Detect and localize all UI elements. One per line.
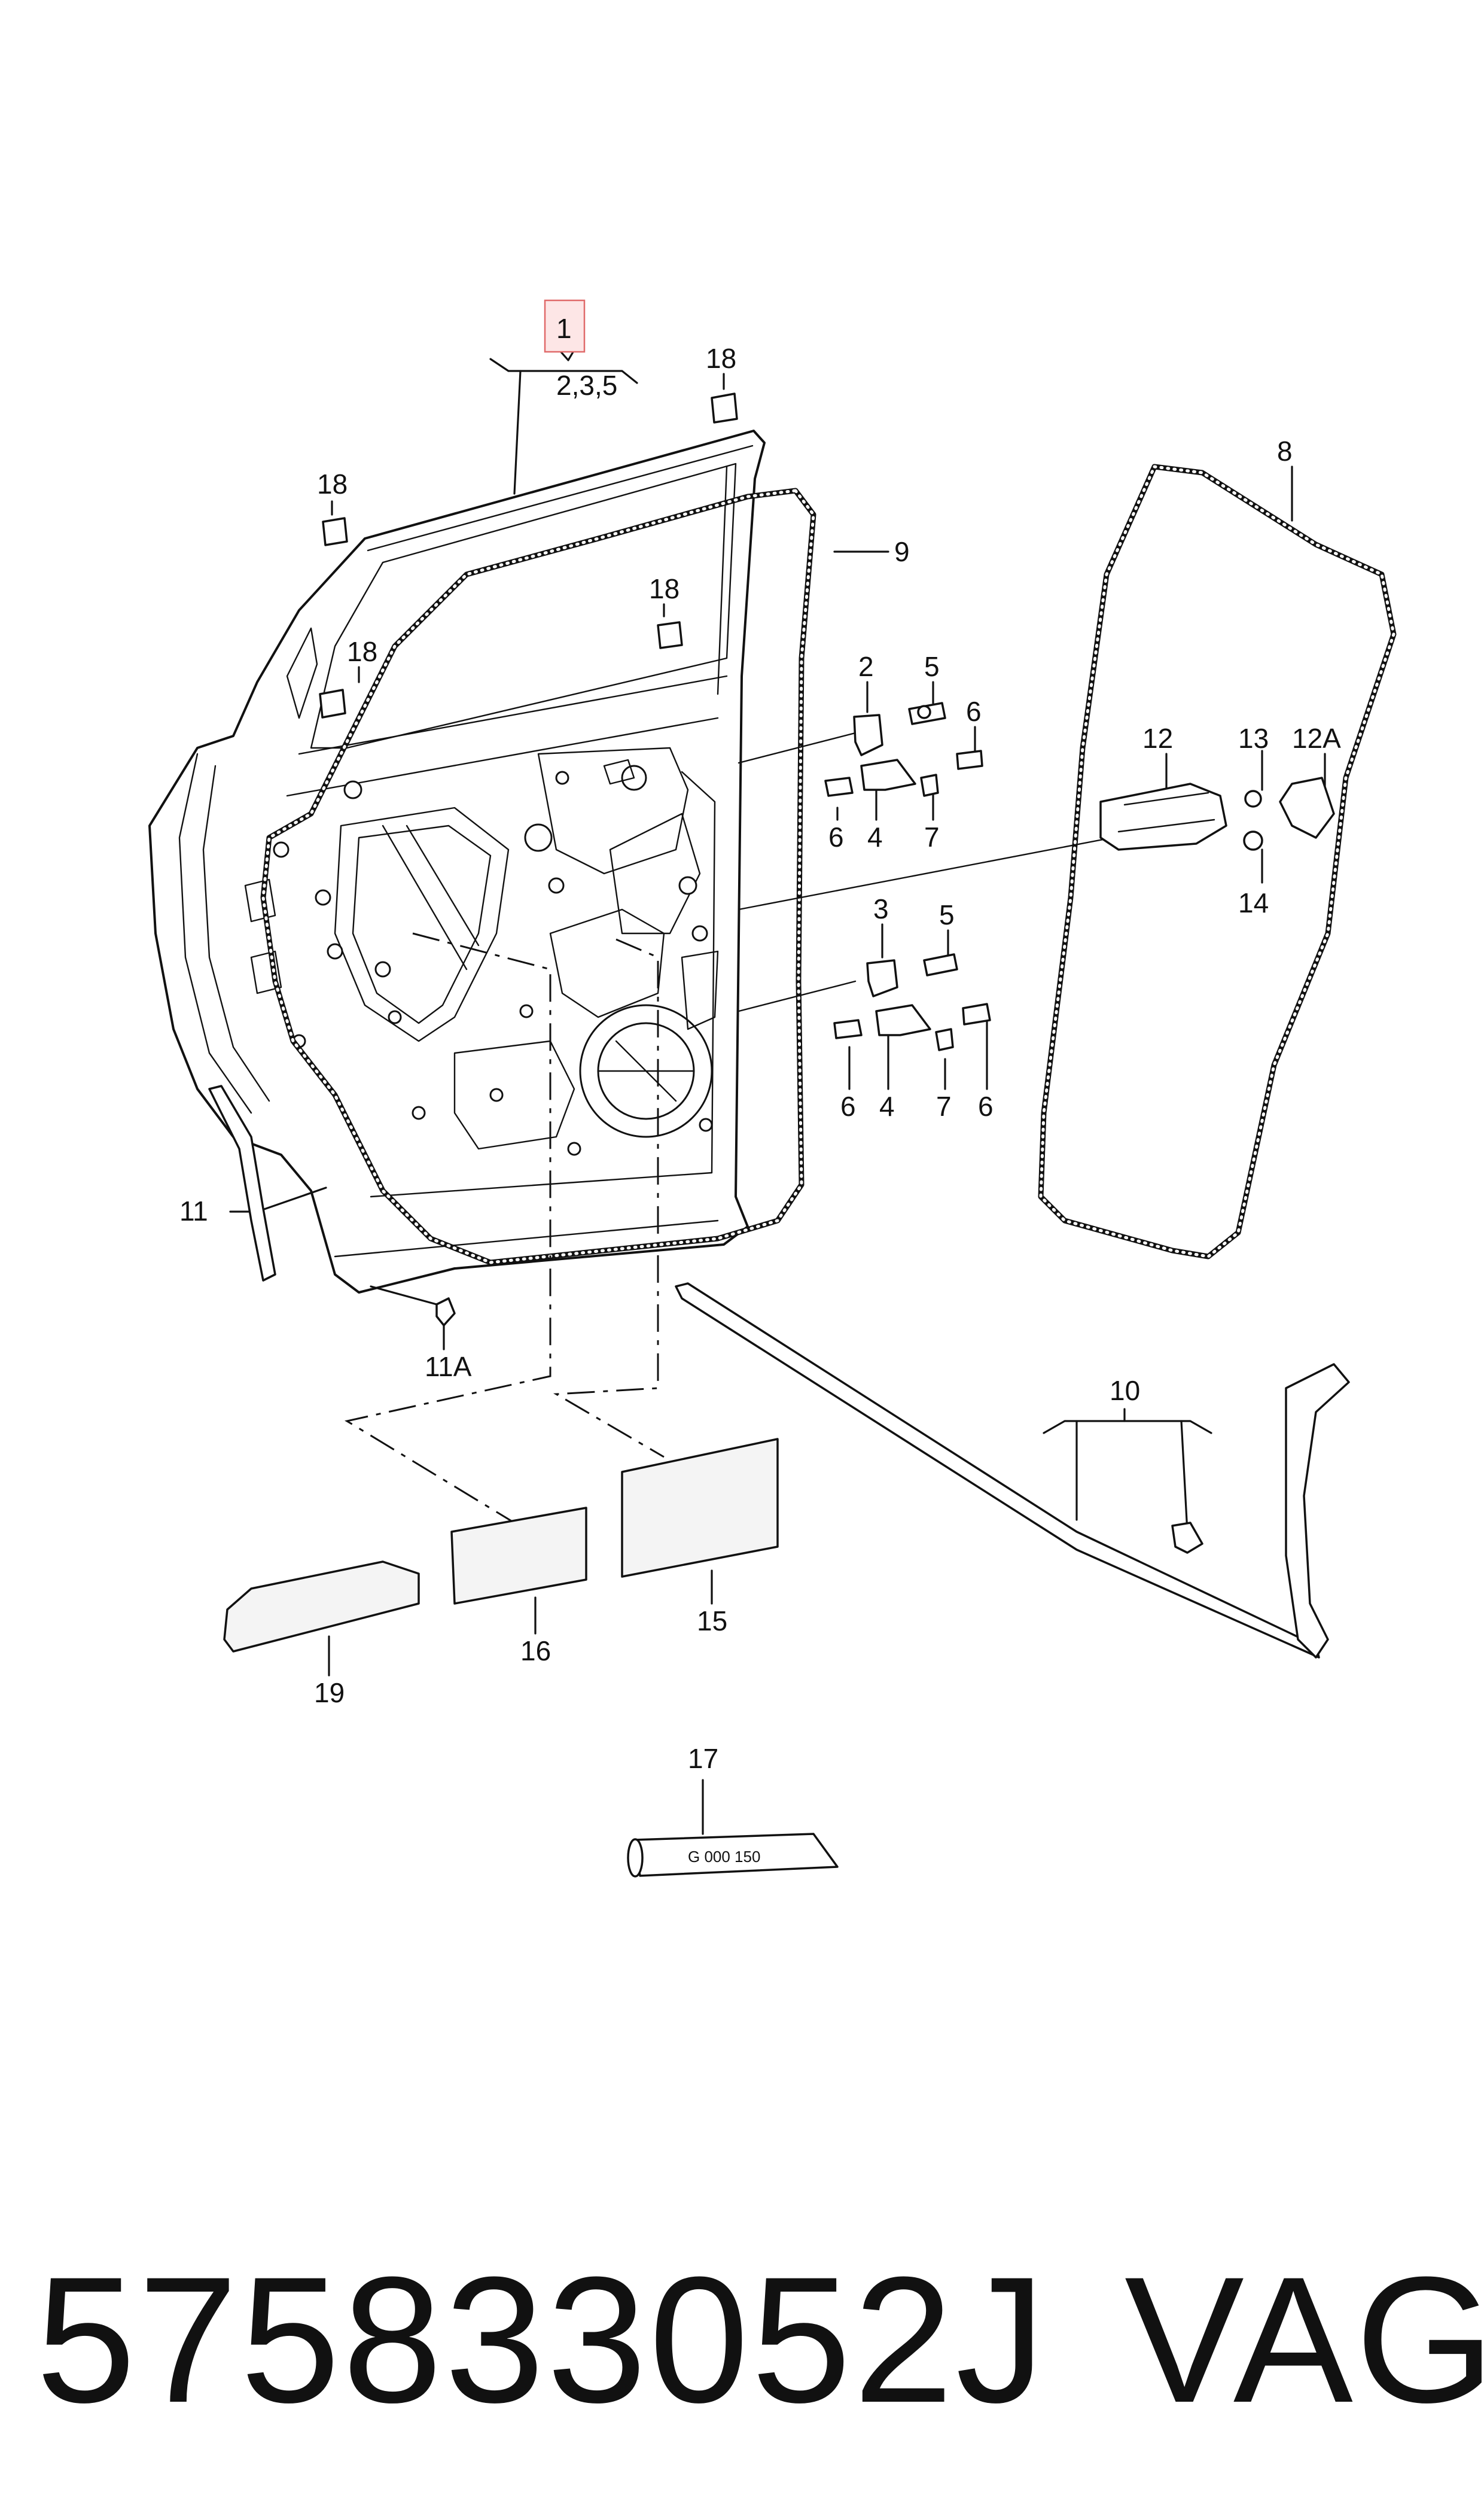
callout-4-bottom: 4 [879,1091,895,1122]
hinge-parts [824,702,991,1051]
callout-5-bottom: 5 [939,899,955,930]
callout-7-bottom: 7 [936,1091,952,1122]
body-seal-8 [1038,464,1397,1260]
callout-6-bottom-left: 6 [840,1091,856,1122]
callout-2: 2 [858,651,874,682]
callout-2-3-5: 2,3,5 [556,370,617,401]
leader-lines [229,349,1326,1835]
callout-7-top: 7 [924,822,940,853]
callout-6-bottom-right: 6 [978,1091,994,1122]
callout-19: 19 [314,1677,345,1708]
callout-11A: 11A [425,1351,472,1382]
sill-strip-10 [675,1282,1350,1659]
trim-11 [208,1085,456,1327]
door-shell [148,430,766,1294]
callout-6-top-right: 6 [966,696,982,727]
callout-14: 14 [1238,887,1269,918]
callout-5-top: 5 [924,651,940,682]
callout-6-top-left: 6 [828,822,844,853]
callout-4-top: 4 [867,822,883,853]
callout-11: 11 [179,1195,208,1227]
callout-1: 1 [556,313,572,344]
part-number: 575833052J [36,2239,1048,2440]
callout-10: 10 [1110,1375,1140,1406]
exploded-parts-diagram: G 000 150 1 2,3,5 18 18 18 18 9 8 2 5 6 … [148,299,1397,1878]
plug-squares-18 [319,393,738,719]
callout-13: 13 [1238,723,1269,754]
callout-3: 3 [873,893,889,924]
callout-18-top: 18 [706,343,736,374]
check-strap-parts [1099,777,1335,851]
tube-label: G 000 150 [688,1848,760,1866]
callout-8: 8 [1277,436,1293,467]
brand-label: VAG [1125,2239,1484,2440]
callout-16: 16 [520,1635,551,1666]
callout-17: 17 [688,1743,718,1774]
door-seal-9 [260,488,816,1265]
pads [223,1438,779,1653]
callout-9: 9 [894,536,910,567]
callout-18-mid: 18 [649,573,679,604]
callout-15: 15 [697,1605,727,1636]
callout-12: 12 [1142,723,1173,754]
callout-12A: 12A [1292,723,1341,754]
highlight-box [544,299,586,353]
sealant-tube-17: G 000 150 [627,1833,839,1878]
callout-18-left: 18 [317,468,348,500]
callout-18-lower: 18 [347,636,377,667]
